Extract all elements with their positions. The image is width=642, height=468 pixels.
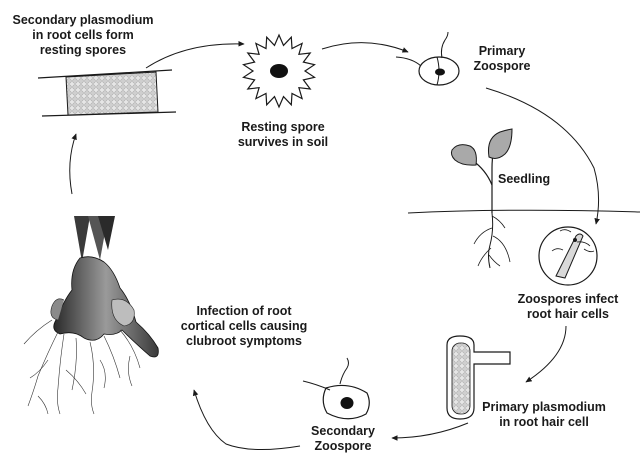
seedling-illustration: [407, 128, 641, 269]
arrow-resting-spore-to-zoospore: [321, 42, 409, 53]
label-secondary-zoospore: Secondary Zoospore: [311, 424, 375, 453]
primary-zoospore-illustration: [395, 31, 460, 86]
cycle-arrows: [69, 41, 600, 451]
label-seedling: Seedling: [498, 172, 551, 186]
arrow-root-hair-to-plasmodium: [525, 325, 567, 383]
label-secondary-plasmodium: Secondary plasmodium in root cells form …: [12, 13, 154, 57]
label-zoospores-infect: Zoospores infect root hair cells: [517, 292, 619, 321]
label-resting-spore: Resting spore survives in soil: [237, 120, 329, 149]
clubroot-plant-illustration: [23, 216, 159, 415]
resting-spore-illustration: [242, 33, 316, 109]
arrow-infection-to-plasmodium: [69, 133, 77, 195]
label-primary-plasmodium: Primary plasmodium in root hair cell: [482, 400, 606, 429]
arrow-plasmodium-to-resting-spore: [145, 41, 245, 69]
primary-plasmodium-illustration: [446, 335, 511, 420]
secondary-zoospore-illustration: [302, 357, 370, 420]
label-primary-zoospore: Primary Zoospore: [473, 44, 531, 73]
root-hair-infection-illustration: [538, 226, 598, 286]
label-infection-root: Infection of root cortical cells causing…: [180, 304, 308, 348]
arrow-secondary-zoospore-to-infection: [192, 389, 301, 451]
root-cell-resting-spores-illustration: [37, 69, 177, 117]
arrow-zoospore-to-root-hair: [485, 87, 600, 225]
arrow-plasmodium-to-secondary-zoospore: [391, 422, 469, 441]
